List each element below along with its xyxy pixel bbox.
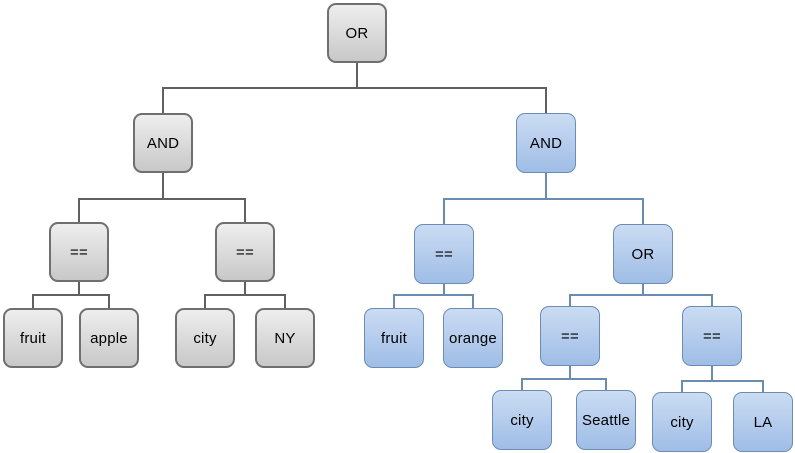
connector-orright-stem — [642, 283, 644, 295]
tree-leaf-city-la: city — [652, 392, 712, 452]
connector-eqlr-drop-left — [204, 294, 206, 308]
connector-eqorl-stem — [569, 365, 571, 379]
tree-leaf-city-left: city — [175, 308, 235, 368]
connector-orright-drop-right — [711, 294, 713, 306]
tree-node-and-right: AND — [516, 113, 576, 173]
connector-eqll-rail — [32, 294, 110, 296]
tree-leaf-city-seattle: city — [492, 390, 552, 450]
connector-orright-rail — [569, 294, 713, 296]
connector-andleft-rail — [78, 198, 246, 200]
tree-leaf-seattle: Seattle — [576, 390, 636, 450]
connector-eqrl-stem — [443, 283, 445, 295]
tree-leaf-apple: apple — [79, 308, 139, 368]
connector-orright-drop-left — [569, 294, 571, 306]
tree-node-or-right: OR — [613, 224, 673, 284]
tree-leaf-la: LA — [733, 392, 793, 452]
connector-eqlr-rail — [204, 294, 286, 296]
connector-root-rail — [162, 87, 547, 89]
connector-andright-drop-right — [642, 198, 644, 224]
connector-eqrl-drop-left — [393, 294, 395, 308]
connector-andright-rail — [443, 198, 644, 200]
tree-node-eq-city-la: == — [682, 306, 742, 366]
connector-eqorl-rail — [521, 378, 607, 380]
tree-node-and-left: AND — [133, 113, 193, 173]
tree-leaf-fruit-right: fruit — [364, 308, 424, 368]
connector-andright-drop-left — [443, 198, 445, 224]
connector-root-drop-left — [162, 87, 164, 113]
connector-root-drop-right — [545, 87, 547, 113]
connector-eqlr-stem — [244, 281, 246, 295]
tree-node-eq-fruit-apple: == — [49, 222, 109, 282]
connector-root-stem — [356, 62, 358, 88]
connector-eqorl-drop-right — [605, 378, 607, 390]
connector-eqorr-stem — [711, 365, 713, 381]
tree-node-eq-city-seattle: == — [540, 306, 600, 366]
connector-eqll-drop-right — [108, 294, 110, 308]
connector-eqlr-drop-right — [284, 294, 286, 308]
tree-node-eq-city-ny: == — [215, 222, 275, 282]
connector-eqll-drop-left — [32, 294, 34, 308]
tree-node-eq-fruit-orange: == — [414, 224, 474, 284]
connector-eqrl-drop-right — [472, 294, 474, 308]
connector-eqorr-rail — [681, 380, 764, 382]
tree-leaf-ny: NY — [255, 308, 315, 368]
tree-node-root-or: OR — [327, 3, 387, 63]
tree-leaf-orange: orange — [443, 308, 503, 368]
connector-andright-stem — [545, 172, 547, 199]
connector-andleft-drop-right — [244, 198, 246, 222]
connector-andleft-drop-left — [78, 198, 80, 222]
connector-eqll-stem — [78, 281, 80, 295]
tree-leaf-fruit-left: fruit — [3, 308, 63, 368]
connector-eqorl-drop-left — [521, 378, 523, 390]
connector-eqorr-drop-right — [762, 380, 764, 392]
connector-eqorr-drop-left — [681, 380, 683, 392]
connector-eqrl-rail — [393, 294, 474, 296]
connector-andleft-stem — [162, 172, 164, 199]
